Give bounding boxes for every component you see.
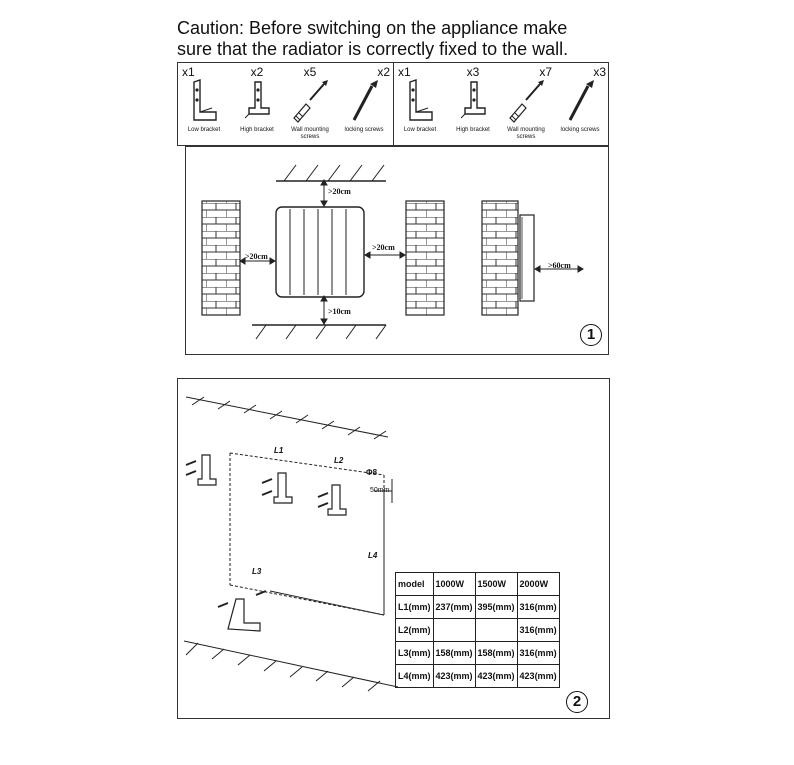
offset-label: 50mm — [370, 487, 390, 494]
part-qty: x7 — [539, 65, 552, 79]
table-row: L4(mm) 423(mm) 423(mm) 423(mm) — [395, 664, 560, 688]
parts-list: x1 Low bracket x2 High bracket x5 Wall m… — [177, 62, 609, 146]
part-name: locking screws — [560, 127, 600, 133]
dimension-l2: L2 — [334, 456, 344, 465]
dimension-l1: L1 — [274, 446, 284, 455]
table-cell: 423(mm) — [516, 664, 560, 688]
table-cell: 316(mm) — [516, 618, 560, 642]
caution-text: Caution: Before switching on the applian… — [177, 18, 617, 60]
low-bracket-icon — [409, 79, 433, 121]
table-row: L3(mm) 158(mm) 158(mm) 316(mm) — [395, 641, 560, 665]
mounting-drawing — [183, 396, 399, 692]
table-cell: 423(mm) — [474, 664, 518, 688]
part-qty: x1 — [182, 65, 195, 79]
table-header-cell: 1500W — [474, 572, 518, 596]
part-low-bracket-right: x1 Low bracket — [394, 63, 446, 145]
part-name: High bracket — [240, 127, 274, 133]
table-cell: 423(mm) — [432, 664, 476, 688]
part-name: Low bracket — [187, 127, 221, 133]
table-cell: 316(mm) — [516, 595, 560, 619]
caution-line-2: sure that the radiator is correctly fixe… — [177, 39, 569, 59]
wall-plug-icon — [293, 80, 328, 123]
high-bracket-icon — [244, 81, 270, 119]
screw-icon — [568, 80, 594, 121]
table-cell: 158(mm) — [432, 641, 476, 665]
part-qty: x1 — [398, 65, 411, 79]
clearance-diagram: >20cm >20cm >20cm >10cm >60cm 1 — [185, 146, 609, 355]
step-number-1: 1 — [580, 324, 602, 346]
table-row: L2(mm) 316(mm) — [395, 618, 560, 642]
table-cell — [432, 618, 476, 642]
table-cell: 237(mm) — [432, 595, 476, 619]
table-row: L1(mm) 237(mm) 395(mm) 316(mm) — [395, 595, 560, 619]
hole-diameter-label: Φ8 — [366, 468, 378, 477]
part-wall-screws-right: x7 Wall mounting screws — [500, 63, 552, 145]
part-name: locking screws — [344, 127, 384, 133]
part-name: Wall mounting screws — [291, 127, 329, 140]
part-locking-screws-left: x2 locking screws — [338, 63, 390, 145]
table-cell: L3(mm) — [395, 641, 434, 665]
table-header-cell: 2000W — [516, 572, 560, 596]
table-cell: L1(mm) — [395, 595, 434, 619]
part-high-bracket-left: x2 High bracket — [231, 63, 283, 145]
table-cell: L2(mm) — [395, 618, 434, 642]
table-header-cell: 1000W — [432, 572, 476, 596]
screw-icon — [352, 80, 378, 121]
part-name: High bracket — [456, 127, 490, 133]
dimension-table: model 1000W 1500W 2000W L1(mm) 237(mm) 3… — [395, 572, 560, 688]
dimension-l3: L3 — [252, 567, 262, 576]
part-name: Wall mounting screws — [507, 127, 545, 140]
part-qty: x2 — [377, 65, 390, 79]
high-bracket-icon — [460, 81, 486, 119]
table-cell: L4(mm) — [395, 664, 434, 688]
table-header-cell: model — [395, 572, 434, 596]
clearance-bottom-label: >10cm — [328, 307, 351, 316]
part-qty: x3 — [593, 65, 606, 79]
wall-plug-icon — [509, 80, 544, 123]
mounting-diagram: L1 L2 L3 L4 Φ8 50mm 2 — [177, 378, 610, 719]
table-cell: 395(mm) — [474, 595, 518, 619]
clearance-front-label: >60cm — [548, 261, 571, 270]
part-low-bracket-left: x1 Low bracket — [178, 63, 230, 145]
hole-diameter-value: 8 — [372, 468, 378, 477]
clearance-right-label: >20cm — [372, 243, 395, 252]
low-bracket-icon — [193, 79, 217, 121]
part-high-bracket-right: x3 High bracket — [447, 63, 499, 145]
clearance-drawing — [201, 164, 584, 340]
part-qty: x2 — [250, 65, 264, 79]
part-name: Low bracket — [403, 127, 437, 133]
parts-divider — [393, 63, 394, 145]
part-qty: x5 — [303, 65, 317, 79]
table-cell: 158(mm) — [474, 641, 518, 665]
step-number-2: 2 — [566, 691, 588, 713]
table-header-row: model 1000W 1500W 2000W — [395, 572, 560, 596]
part-locking-screws-right: x3 locking screws — [554, 63, 606, 145]
dimension-l4: L4 — [368, 551, 378, 560]
part-wall-screws-left: x5 Wall mounting screws — [284, 63, 336, 145]
table-cell — [474, 618, 518, 642]
caution-line-1: Caution: Before switching on the applian… — [177, 18, 568, 38]
part-qty: x3 — [466, 65, 480, 79]
table-cell: 316(mm) — [516, 641, 560, 665]
clearance-top-label: >20cm — [328, 187, 351, 196]
clearance-left-label: >20cm — [245, 252, 268, 261]
